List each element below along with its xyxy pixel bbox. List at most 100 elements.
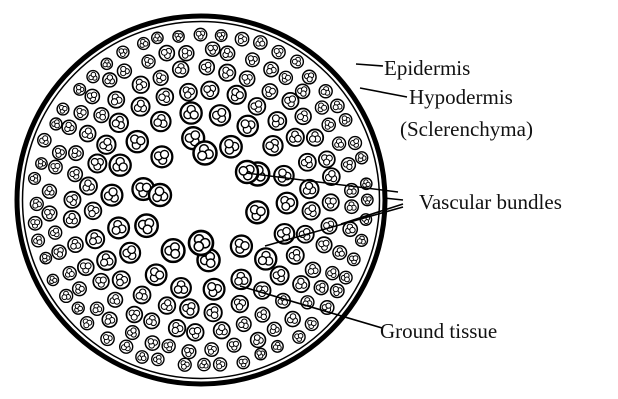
ground-tissue-label: Ground tissue bbox=[380, 319, 497, 343]
vascular-bundle bbox=[194, 142, 217, 165]
vascular-bundle bbox=[28, 217, 41, 230]
vascular-bundle bbox=[68, 167, 82, 181]
vascular-bundle bbox=[279, 71, 292, 84]
vascular-bundle bbox=[38, 134, 51, 147]
vascular-bundle bbox=[323, 194, 339, 210]
hypodermis-leader bbox=[360, 88, 407, 97]
vascular-bundle bbox=[63, 267, 76, 280]
vascular-bundle bbox=[40, 252, 51, 263]
vascular-bundle bbox=[94, 108, 109, 123]
vascular-bundle bbox=[93, 274, 109, 290]
vascular-bundle bbox=[74, 84, 86, 96]
vascular-bundle bbox=[152, 353, 164, 365]
vascular-bundle bbox=[272, 341, 284, 353]
vascular-bundle bbox=[299, 154, 316, 171]
vascular-bundle bbox=[201, 82, 218, 99]
vascular-bundle bbox=[81, 317, 94, 330]
vascular-bundle bbox=[78, 259, 94, 275]
vascular-bundle bbox=[53, 146, 67, 160]
vascular-bundle bbox=[343, 222, 357, 236]
vascular-bundle bbox=[49, 226, 62, 239]
vascular-bundle bbox=[236, 161, 258, 183]
epidermis-label: Epidermis bbox=[384, 56, 470, 80]
vascular-bundle bbox=[178, 358, 191, 371]
vascular-bundle bbox=[220, 136, 241, 157]
vascular-bundle bbox=[103, 73, 117, 87]
vascular-bundle bbox=[319, 151, 335, 167]
hypodermis-label: Hypodermis bbox=[409, 85, 513, 109]
vascular-bundle bbox=[127, 131, 148, 152]
vascular-bundle bbox=[87, 71, 99, 83]
vascular-bundle bbox=[102, 312, 117, 327]
vascular-bundle bbox=[182, 345, 196, 359]
vascular-bundle bbox=[145, 336, 159, 350]
vascular-bundle bbox=[262, 84, 277, 99]
vascular-bundle bbox=[214, 358, 227, 371]
vascular-bundle bbox=[126, 326, 140, 340]
vascular-bundle bbox=[235, 32, 248, 45]
vascular-bundle bbox=[86, 230, 104, 248]
vascular-bundle bbox=[238, 116, 258, 136]
epidermis-leader bbox=[356, 64, 383, 66]
vascular-bundle bbox=[68, 237, 83, 252]
vascular-bundle bbox=[219, 65, 235, 81]
vascular-bundle bbox=[246, 53, 260, 67]
vascular-bundle bbox=[29, 173, 41, 185]
vascular-bundle bbox=[42, 206, 57, 221]
vascular-bundle bbox=[287, 129, 304, 146]
vascular-bundle bbox=[69, 146, 83, 160]
vascular-bundle bbox=[254, 36, 267, 49]
vascular-bundle bbox=[171, 278, 191, 298]
vascular-bundle bbox=[149, 184, 171, 206]
vascular-bundle bbox=[339, 114, 351, 126]
vascular-bundle bbox=[159, 297, 176, 314]
vascular-bundle bbox=[240, 71, 255, 86]
vascular-bundle bbox=[120, 340, 133, 353]
vascular-bundle bbox=[264, 62, 278, 76]
vascular-bundle bbox=[314, 281, 328, 295]
vascular-bundle bbox=[205, 343, 218, 356]
vascular-bundle bbox=[152, 32, 163, 43]
vascular-bundle-group bbox=[28, 28, 373, 371]
vascular-bundle bbox=[181, 102, 202, 123]
vascular-bundle bbox=[300, 180, 318, 198]
vascular-bundle bbox=[305, 318, 318, 331]
vascular-bundle bbox=[132, 98, 150, 116]
vascular-bundle bbox=[237, 317, 251, 331]
vascular-bundle bbox=[50, 118, 62, 130]
vascular-bundle bbox=[162, 340, 175, 353]
vascular-bundle bbox=[108, 292, 123, 307]
vascular-bundle bbox=[43, 184, 57, 198]
vascular-bundle bbox=[356, 152, 368, 164]
vascular-bundle bbox=[194, 28, 206, 40]
vascular-bundle bbox=[57, 103, 69, 115]
vascular-bundle bbox=[267, 322, 281, 336]
vascular-bundle bbox=[228, 86, 246, 104]
vascular-bundle bbox=[333, 246, 347, 260]
vascular-bundle bbox=[319, 85, 332, 98]
vascular-bundle bbox=[110, 114, 128, 132]
vascular-bundle bbox=[206, 42, 220, 56]
vascular-bundle bbox=[180, 299, 199, 318]
vascular-bundle bbox=[126, 307, 142, 323]
vascular-bundle bbox=[340, 271, 353, 284]
vascular-bundle bbox=[322, 118, 335, 131]
vascular-bundle bbox=[91, 302, 104, 315]
vascular-bundle bbox=[255, 248, 276, 269]
vascular-bundle bbox=[331, 284, 344, 297]
vascular-bundle bbox=[169, 320, 186, 337]
vascular-bundle bbox=[146, 265, 167, 286]
vascular-bundle bbox=[282, 93, 298, 109]
vascular-bundle bbox=[341, 158, 355, 172]
vascular-bundle bbox=[80, 177, 97, 194]
vascular-bundle bbox=[263, 136, 282, 155]
vascular-bundle bbox=[156, 88, 173, 105]
vascular-bundle bbox=[232, 296, 249, 313]
vascular-bundle bbox=[345, 200, 358, 213]
vascular-bundle bbox=[85, 203, 102, 220]
vascular-bundle bbox=[153, 71, 168, 86]
vascular-bundle bbox=[108, 218, 129, 239]
vascular-bundle bbox=[237, 356, 249, 368]
vascular-bundle bbox=[255, 307, 269, 321]
vascular-bundle bbox=[120, 243, 140, 263]
